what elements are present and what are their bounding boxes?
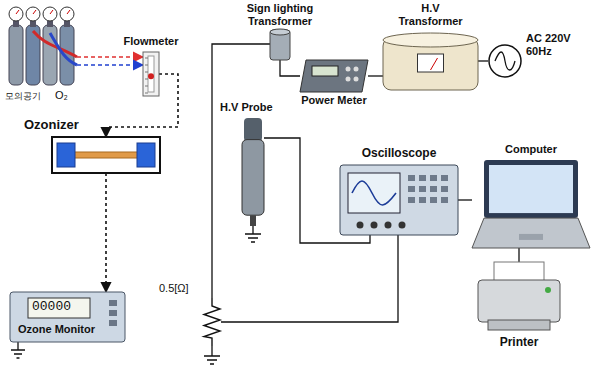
gas-flow-arrow — [106, 74, 178, 137]
device-label: Printer — [500, 336, 539, 350]
ground-symbol — [245, 226, 261, 242]
device-label: 0.5[Ω] — [159, 282, 189, 295]
wire — [221, 235, 398, 322]
ozone-monitor: 00000Ozone Monitor — [10, 292, 125, 342]
gas-cylinders-icon — [5, 5, 77, 87]
resistor-symbol-icon — [203, 298, 221, 346]
device-label: Computer — [505, 143, 557, 156]
device-label: Ozone Monitor — [18, 323, 95, 336]
device-label: H.V Transformer — [393, 2, 469, 27]
power-meter: Power Meter — [300, 60, 368, 92]
wire — [280, 60, 300, 76]
display-reading: 00000 — [32, 300, 71, 315]
device-label: Flowmeter — [124, 35, 179, 48]
wire — [212, 44, 270, 298]
hv-probe: H.V Probe — [242, 118, 264, 226]
device-label: O₂ — [55, 89, 68, 102]
device-label: AC 220V 60Hz — [526, 32, 578, 57]
device-label: Power Meter — [301, 94, 366, 107]
oscilloscope: Oscilloscope — [340, 165, 458, 235]
ac-source-icon — [488, 44, 522, 78]
oscilloscope-icon — [340, 165, 458, 235]
wire — [478, 60, 488, 61]
device-label: Ozonizer — [24, 118, 79, 133]
gas-flow-arrow — [77, 64, 143, 66]
flowmeter: Flowmeter — [143, 52, 159, 96]
wire — [518, 248, 519, 262]
ground-symbol — [11, 342, 25, 358]
printer: Printer — [478, 262, 560, 334]
sign-transformer: Sign lighting Transformer — [270, 30, 290, 60]
hv-probe-icon — [242, 118, 264, 226]
hv-transformer-icon — [383, 32, 478, 90]
power-meter-icon — [300, 60, 368, 92]
flowmeter-icon — [143, 52, 159, 96]
gas-flow-arrow — [105, 173, 107, 292]
computer: Computer — [472, 160, 590, 248]
device-label: H.V Probe — [220, 101, 273, 114]
gas-flow-arrow — [77, 56, 143, 58]
device-label: Sign lighting Transformer — [234, 2, 326, 27]
printer-icon — [478, 262, 560, 334]
computer-icon — [472, 160, 590, 248]
hv-transformer: H.V Transformer — [383, 32, 478, 90]
ozonizer-icon — [52, 137, 160, 173]
ozonizer: Ozonizer — [52, 137, 160, 173]
wire — [458, 199, 472, 200]
gas-cylinders: 모의공기O₂ — [5, 5, 77, 87]
wire — [368, 75, 383, 76]
resistor-symbol: 0.5[Ω] — [203, 298, 221, 346]
device-label: Oscilloscope — [362, 147, 437, 161]
device-label: 모의공기 — [5, 91, 41, 101]
ac-source: AC 220V 60Hz — [488, 44, 522, 78]
sign-transformer-icon — [270, 30, 290, 60]
ground-symbol — [204, 346, 220, 364]
